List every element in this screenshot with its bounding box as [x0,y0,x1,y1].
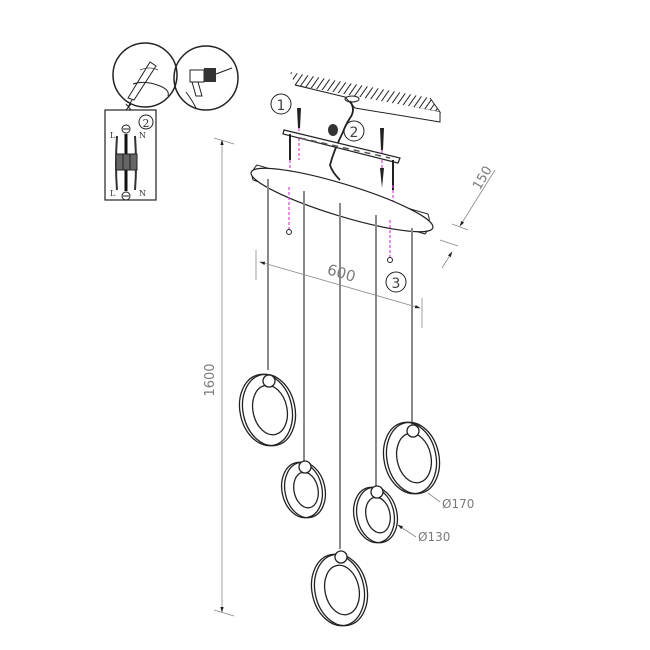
ground-symbol-icon [121,124,131,201]
diameter-130-callout: Ø130 [397,524,450,544]
ring-small-1 [280,460,327,519]
terminal-l-bottom: L [110,189,116,198]
ring-lights [238,373,441,627]
ring-large-2 [310,550,369,627]
svg-text:3: 3 [392,276,401,292]
tester-screwdriver-icon [112,42,178,111]
height-label: 1600 [203,363,218,396]
mounting-bracket [282,129,401,205]
wire-connector-icon [328,124,338,136]
step-2-label: 2 [143,117,150,130]
wiring-terminal-box: 2 L N L N [104,109,157,201]
svg-text:Ø170: Ø170 [442,497,474,511]
power-cable [329,100,354,181]
step-2-marker: 2 [343,120,365,142]
canopy-plate [250,164,434,235]
drill-icon [173,45,239,111]
diameter-170-callout: Ø170 [427,492,474,511]
svg-text:1: 1 [277,98,286,114]
ring-large-3 [382,421,441,495]
ring-small-2 [352,485,399,544]
step-3-marker: 3 [385,271,407,293]
svg-text:Ø130: Ø130 [418,530,450,544]
terminal-n-bottom: N [139,189,146,198]
ceiling-surface [290,72,442,123]
depth-label: 150 [470,164,495,193]
dimension-depth: 150 [439,164,496,269]
ring-large-1 [238,373,297,447]
terminal-l-top: L [110,131,116,140]
step-1-marker: 1 [270,93,292,115]
svg-text:2: 2 [350,125,359,141]
dimension-height: 1600 [203,137,235,617]
terminal-n-top: N [139,131,146,140]
